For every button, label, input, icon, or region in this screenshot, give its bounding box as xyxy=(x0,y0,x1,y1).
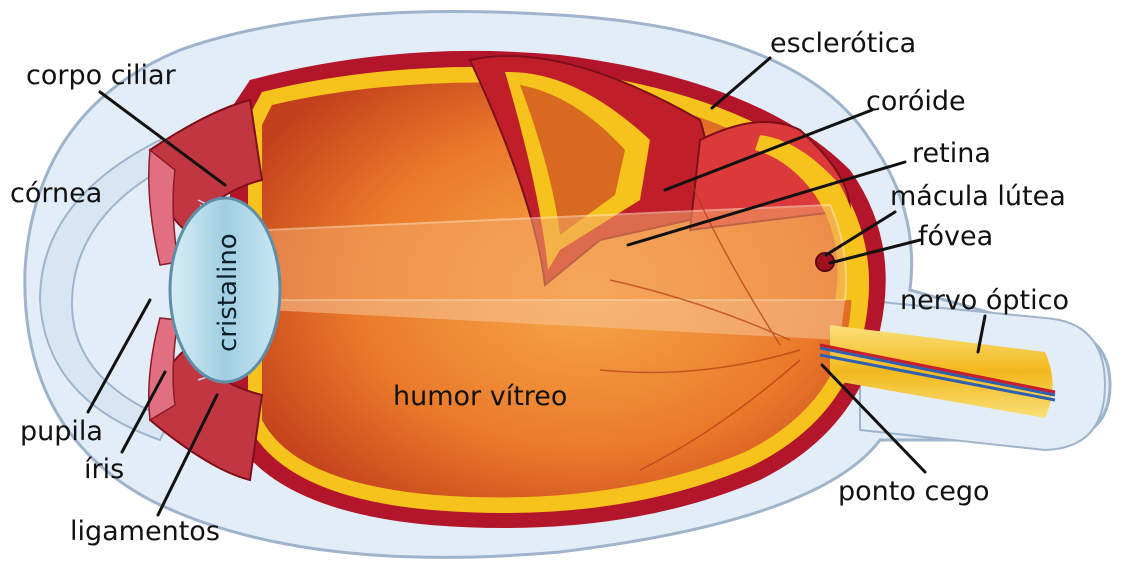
label-macula-lutea: mácula lútea xyxy=(890,181,1066,212)
label-ponto-cego: ponto cego xyxy=(838,476,990,507)
label-esclerotica: esclerótica xyxy=(770,28,916,59)
label-iris: íris xyxy=(84,454,124,485)
label-nervo-optico: nervo óptico xyxy=(900,285,1069,316)
label-retina: retina xyxy=(912,138,991,169)
label-ligamentos: ligamentos xyxy=(70,516,220,547)
label-cristalino: cristalino xyxy=(213,233,243,352)
label-coroide: coróide xyxy=(866,86,966,117)
label-cornea: córnea xyxy=(10,178,102,209)
label-corpo-ciliar: corpo ciliar xyxy=(26,60,177,91)
label-humor-vitreo: humor vítreo xyxy=(393,381,567,412)
label-fovea: fóvea xyxy=(918,221,993,252)
label-pupila: pupila xyxy=(20,416,103,447)
